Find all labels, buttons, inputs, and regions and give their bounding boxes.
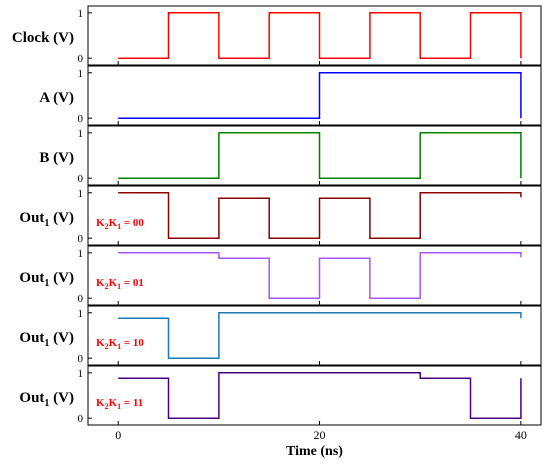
- series-line-0: [118, 12, 522, 59]
- panel-frame-0: [87, 5, 542, 66]
- y-tick-label-3-0: 0: [78, 233, 84, 245]
- y-tick-label-2-1: 1: [78, 128, 84, 140]
- series-line-2: [118, 132, 522, 179]
- y-tick-label-1-1: 1: [78, 68, 84, 80]
- y-tick-label-6-1: 1: [78, 368, 84, 380]
- x-tick-label-0: 0: [115, 428, 121, 442]
- series-line-1: [118, 72, 522, 119]
- k2k1-annotation-4: K2K1 = 01: [96, 277, 144, 291]
- y-axis-label-4: Out1 (V): [19, 270, 74, 289]
- y-axis-label-0: Clock (V): [12, 30, 74, 46]
- panel-frame-5: [87, 305, 542, 366]
- y-tick-label-3-1: 1: [78, 188, 84, 200]
- panel-frame-3: [87, 185, 542, 246]
- k2k1-annotation-3: K2K1 = 00: [96, 217, 144, 231]
- y-tick-label-5-0: 0: [78, 353, 84, 365]
- y-axis-label-2: B (V): [39, 150, 74, 166]
- series-line-3: [118, 192, 522, 239]
- y-axis-label-1: A (V): [39, 90, 74, 106]
- x-tick-label-20: 20: [314, 428, 326, 442]
- series-line-5: [118, 312, 522, 359]
- y-tick-label-4-1: 1: [78, 248, 84, 260]
- y-tick-label-4-0: 0: [78, 293, 84, 305]
- series-line-4: [118, 252, 522, 299]
- k2k1-annotation-6: K2K1 = 11: [96, 397, 143, 411]
- y-tick-label-0-1: 1: [78, 8, 84, 20]
- panel-frame-1: [87, 65, 542, 126]
- panel-frame-4: [87, 245, 542, 306]
- y-tick-label-2-0: 0: [78, 173, 84, 185]
- y-tick-label-5-1: 1: [78, 308, 84, 320]
- panel-frame-6: [87, 365, 542, 426]
- panel-frame-2: [87, 125, 542, 186]
- y-axis-label-6: Out1 (V): [19, 390, 74, 409]
- x-tick-label-40: 40: [515, 428, 527, 442]
- y-axis-label-5: Out1 (V): [19, 330, 74, 349]
- y-tick-label-1-0: 0: [78, 113, 84, 125]
- y-axis-label-3: Out1 (V): [19, 210, 74, 229]
- y-tick-label-6-0: 0: [78, 413, 84, 425]
- y-tick-label-0-0: 0: [78, 53, 84, 65]
- k2k1-annotation-5: K2K1 = 10: [96, 337, 144, 351]
- x-axis-title: Time (ns): [286, 444, 343, 459]
- series-line-6: [118, 372, 522, 419]
